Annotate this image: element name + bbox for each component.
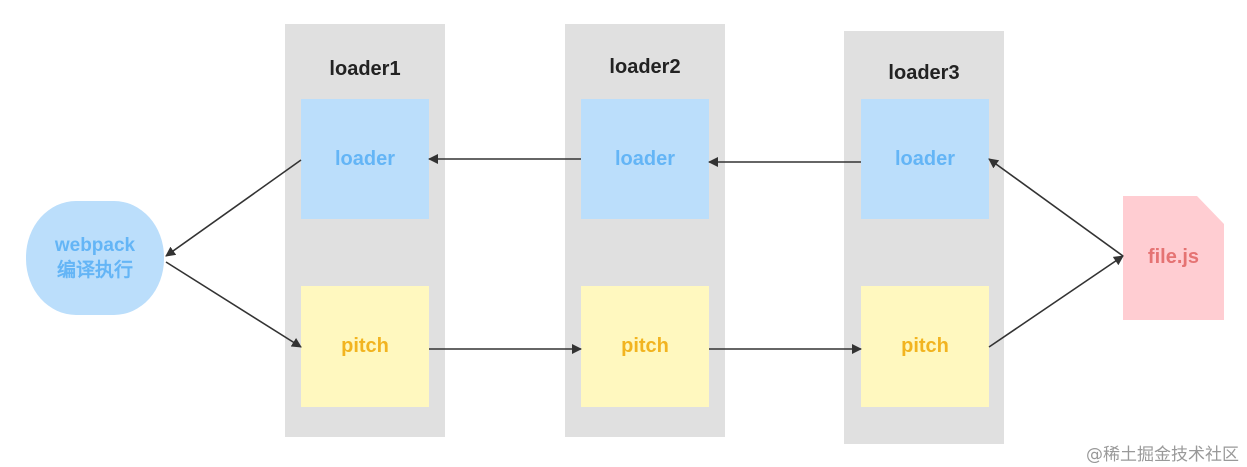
file-document-icon: [1123, 196, 1224, 320]
loader2-pitch-box: pitch: [581, 286, 709, 407]
loader2-column: loader2 loader pitch: [565, 24, 725, 437]
loader3-loader-box: loader: [861, 99, 989, 219]
webpack-label: webpack: [54, 235, 136, 256]
loader1-pitch-box: pitch: [301, 286, 429, 407]
loader3-title: loader3: [888, 62, 960, 84]
loader2-title: loader2: [609, 56, 681, 78]
loader1-loader-box: loader: [301, 99, 429, 219]
watermark: @稀土掘金技术社区: [1086, 445, 1239, 465]
file-node: file.js: [1123, 196, 1224, 320]
loader2-loader-box: loader: [581, 99, 709, 219]
arrow-file-to-loader3: [988, 158, 1124, 257]
webpack-sublabel: 编译执行: [56, 260, 133, 281]
file-label: file.js: [1147, 246, 1200, 268]
arrow-pitch3-to-file: [988, 255, 1124, 348]
loader1-column: loader1 loader pitch: [285, 24, 445, 437]
arrow-webpack-to-pitch1: [165, 261, 302, 348]
webpack-node: webpack 编译执行: [26, 201, 164, 315]
loader3-column: loader3 loader pitch: [844, 31, 1004, 444]
loader1-title: loader1: [329, 58, 401, 80]
loader3-pitch-box: pitch: [861, 286, 989, 407]
arrow-loader1-to-webpack: [165, 159, 302, 257]
